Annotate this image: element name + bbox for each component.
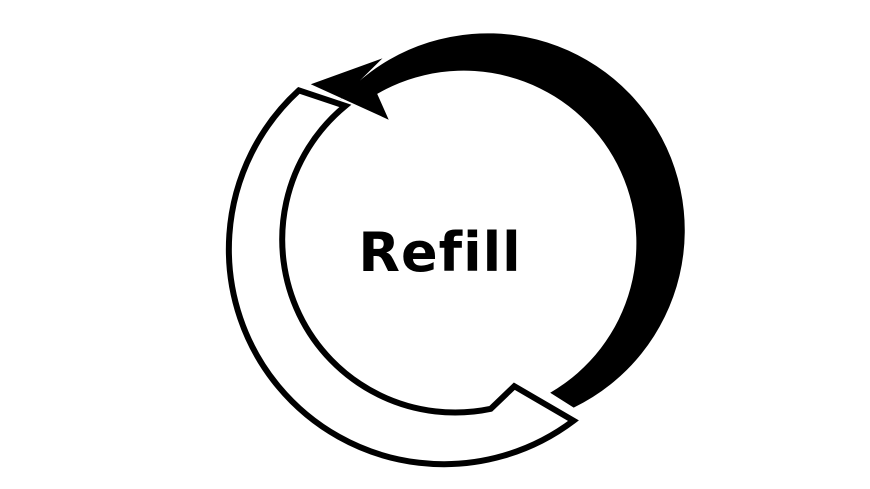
refill-label: Refill bbox=[358, 221, 522, 284]
solid-arrow-arc bbox=[310, 33, 685, 408]
outline-arrow-arc bbox=[225, 86, 579, 468]
